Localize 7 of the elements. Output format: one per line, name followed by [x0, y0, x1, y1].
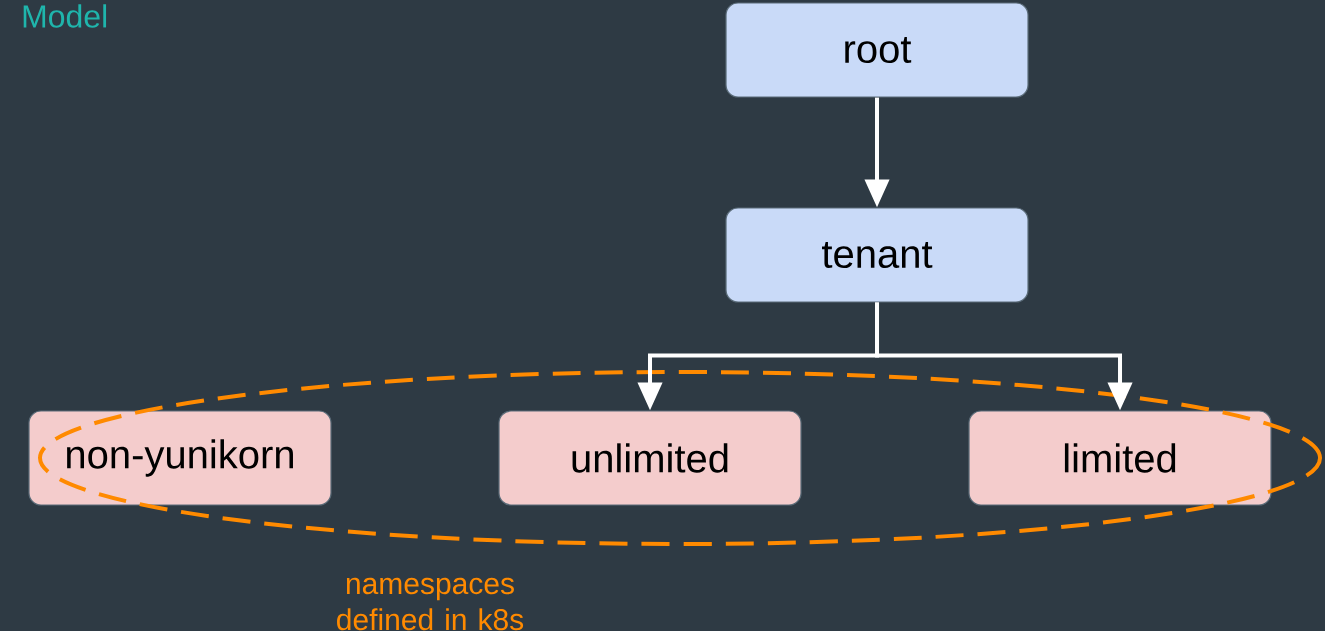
- title: Model: [23, 4, 107, 28]
- queue-box: tenant: [725, 207, 1029, 303]
- annotation: namespaces defined in k8s: [337, 577, 524, 631]
- dashed-ellipse: [38, 370, 1323, 546]
- queue-box: unlimited: [498, 410, 802, 506]
- queue-box: root: [725, 2, 1029, 98]
- queue-box: limited: [968, 410, 1272, 506]
